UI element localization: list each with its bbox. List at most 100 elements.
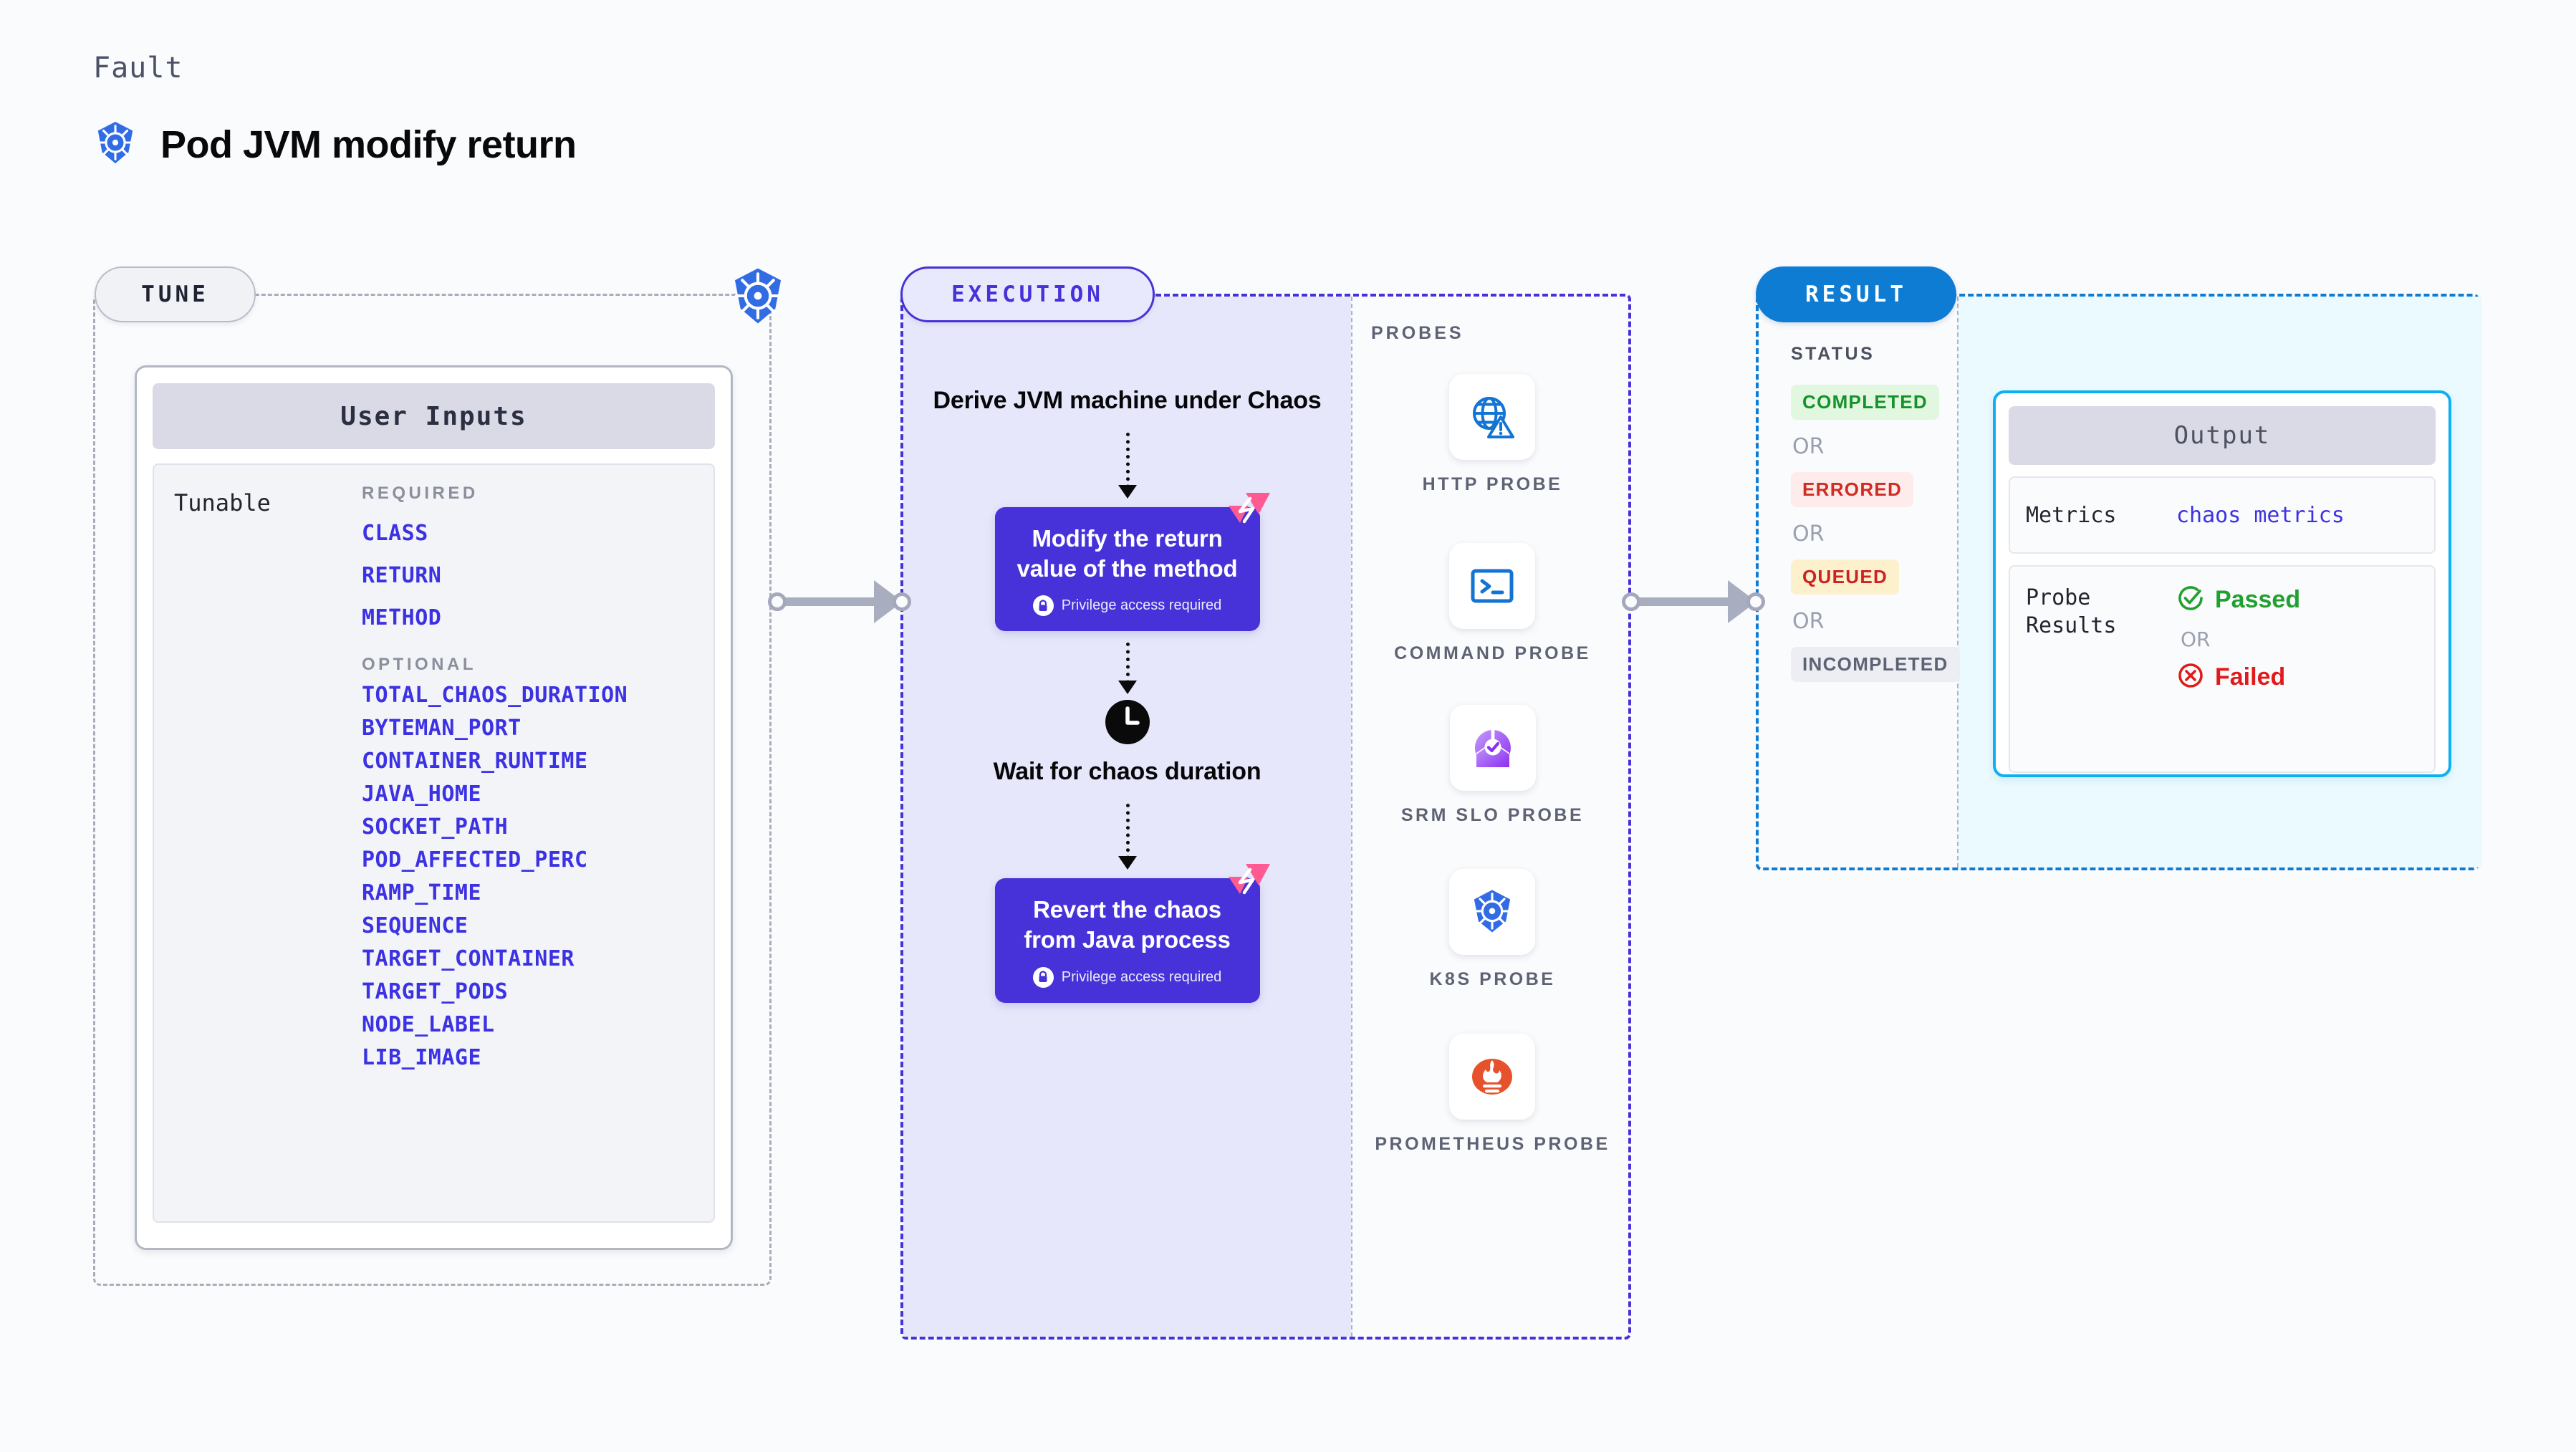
lock-icon xyxy=(1032,595,1054,617)
param-item[interactable]: JAVA_HOME xyxy=(362,782,482,807)
user-inputs-card: User Inputs Tunable REQUIRED CLASS RETUR… xyxy=(135,365,733,1250)
output-row-probe-results: Probe Results Passed OR xyxy=(2009,565,2436,773)
probe-item-http[interactable]: HTTP PROBE xyxy=(1423,374,1563,497)
page-title-row: Pod JVM modify return xyxy=(93,120,577,168)
execution-step-text: Derive JVM machine under Chaos xyxy=(933,387,1322,414)
output-metrics-value[interactable]: chaos metrics xyxy=(2176,502,2345,528)
param-item[interactable]: SEQUENCE xyxy=(362,913,468,938)
privilege-text: Privilege access required xyxy=(1061,597,1222,614)
status-badge: INCOMPLETED xyxy=(1791,647,1960,682)
flow-arrow-head xyxy=(1118,856,1137,870)
flow-arrow-line xyxy=(1125,804,1130,867)
param-item[interactable]: RETURN xyxy=(362,563,442,588)
execution-pill[interactable]: EXECUTION xyxy=(900,266,1155,322)
tune-panel xyxy=(93,294,772,1286)
param-item[interactable]: POD_AFFECTED_PERC xyxy=(362,847,588,872)
kubernetes-icon xyxy=(93,120,138,168)
param-item[interactable]: BYTEMAN_PORT xyxy=(362,716,522,741)
globe-warning-icon xyxy=(1449,374,1536,460)
param-item[interactable]: TARGET_PODS xyxy=(362,979,509,1004)
status-badge: QUEUED xyxy=(1791,559,1900,595)
probe-item-srm-slo[interactable]: SRM SLO PROBE xyxy=(1400,704,1585,828)
param-item[interactable]: RAMP_TIME xyxy=(362,880,482,905)
output-row-metrics: Metrics chaos metrics xyxy=(2009,476,2436,554)
output-probe-results-key: Probe Results xyxy=(2026,585,2117,638)
param-item[interactable]: CLASS xyxy=(362,521,428,546)
action-card-modify-return[interactable]: Modify the return value of the method Pr… xyxy=(994,492,1270,632)
or-label: OR xyxy=(1792,609,1825,634)
connector-line xyxy=(777,597,888,606)
probe-label: K8S PROBE xyxy=(1429,969,1556,990)
page-title: Pod JVM modify return xyxy=(160,122,577,166)
flow-arrow xyxy=(1118,643,1137,695)
connector-dot-end xyxy=(893,592,911,611)
flow-arrow-head xyxy=(1118,484,1137,499)
flow-arrow-head xyxy=(1118,681,1137,695)
litmus-flag-icon xyxy=(1224,862,1272,907)
srm-slo-icon xyxy=(1449,704,1536,791)
param-item[interactable]: TARGET_CONTAINER xyxy=(362,946,575,971)
status-badge: ERRORED xyxy=(1791,472,1914,507)
connector-dot-start xyxy=(768,592,787,611)
kubernetes-icon xyxy=(1449,869,1536,956)
result-pill[interactable]: RESULT xyxy=(1756,266,1956,322)
param-item[interactable]: LIB_IMAGE xyxy=(362,1045,482,1070)
probe-item-prometheus[interactable]: PROMETHEUS PROBE xyxy=(1375,1034,1610,1157)
user-inputs-body: Tunable REQUIRED CLASS RETURN METHOD OPT… xyxy=(153,463,715,1223)
param-item[interactable]: SOCKET_PATH xyxy=(362,814,509,840)
probes-list: HTTP PROBE COMMAND PROBE xyxy=(1351,297,1634,1337)
param-item[interactable]: CONTAINER_RUNTIME xyxy=(362,749,588,774)
or-label: OR xyxy=(1792,521,1825,547)
probe-item-command[interactable]: COMMAND PROBE xyxy=(1394,542,1591,666)
litmus-flag-icon xyxy=(1224,491,1272,536)
clock-icon xyxy=(1104,698,1151,746)
probes-section-title: PROBES xyxy=(1371,323,1464,343)
probe-result-passed: Passed xyxy=(2176,584,2300,616)
x-circle-icon xyxy=(2176,661,2205,693)
status-column: STATUS COMPLETED OR ERRORED OR QUEUED OR… xyxy=(1759,297,1960,867)
output-metrics-key: Metrics xyxy=(2026,502,2117,528)
wait-step-text: Wait for chaos duration xyxy=(993,758,1261,786)
tunable-label: Tunable xyxy=(174,489,271,516)
required-group-title: REQUIRED xyxy=(362,484,479,503)
privilege-note: Privilege access required xyxy=(1009,966,1246,988)
privilege-text: Privilege access required xyxy=(1061,968,1222,985)
prometheus-icon xyxy=(1449,1034,1536,1120)
action-title: Revert the chaos from Java process xyxy=(1024,896,1231,953)
result-divider xyxy=(1957,297,1959,867)
flow-arrow-line xyxy=(1125,643,1130,692)
execution-flow: Derive JVM machine under Chaos Modify th… xyxy=(903,297,1351,1337)
probe-results-values: Passed OR Failed xyxy=(2176,584,2300,693)
optional-param-list: TOTAL_CHAOS_DURATION BYTEMAN_PORT CONTAI… xyxy=(362,683,713,1070)
action-card-revert-chaos[interactable]: Revert the chaos from Java process Privi… xyxy=(994,864,1270,1003)
user-inputs-title: User Inputs xyxy=(153,383,715,449)
flow-arrow-line xyxy=(1125,432,1130,496)
connector-dot-end xyxy=(1746,592,1765,611)
probe-label: SRM SLO PROBE xyxy=(1400,804,1585,825)
privilege-note: Privilege access required xyxy=(1009,595,1246,617)
param-item[interactable]: NODE_LABEL xyxy=(362,1012,495,1037)
output-card: Output Metrics chaos metrics Probe Resul… xyxy=(1993,390,2451,777)
param-item[interactable]: METHOD xyxy=(362,605,442,630)
status-badge: COMPLETED xyxy=(1791,385,1939,420)
or-label: OR xyxy=(1792,434,1825,459)
tune-pill[interactable]: TUNE xyxy=(95,266,256,322)
probe-item-k8s[interactable]: K8S PROBE xyxy=(1430,869,1556,992)
probe-label: COMMAND PROBE xyxy=(1394,643,1591,663)
probe-result-failed: Failed xyxy=(2176,661,2300,693)
connector-execution-to-result xyxy=(1622,580,1765,623)
status-title: STATUS xyxy=(1791,344,1875,364)
flow-arrow xyxy=(1118,804,1137,870)
connector-tune-to-execution xyxy=(768,580,911,623)
probe-label: HTTP PROBE xyxy=(1422,474,1563,494)
optional-group-title: OPTIONAL xyxy=(362,655,476,674)
param-item[interactable]: TOTAL_CHAOS_DURATION xyxy=(362,683,628,708)
probe-passed-label: Passed xyxy=(2215,586,2301,613)
terminal-icon xyxy=(1449,542,1536,629)
lock-icon xyxy=(1032,966,1054,988)
probe-failed-label: Failed xyxy=(2215,663,2286,691)
probe-label: PROMETHEUS PROBE xyxy=(1375,1134,1610,1154)
probes-divider xyxy=(1351,297,1352,1337)
output-title: Output xyxy=(2009,406,2436,465)
